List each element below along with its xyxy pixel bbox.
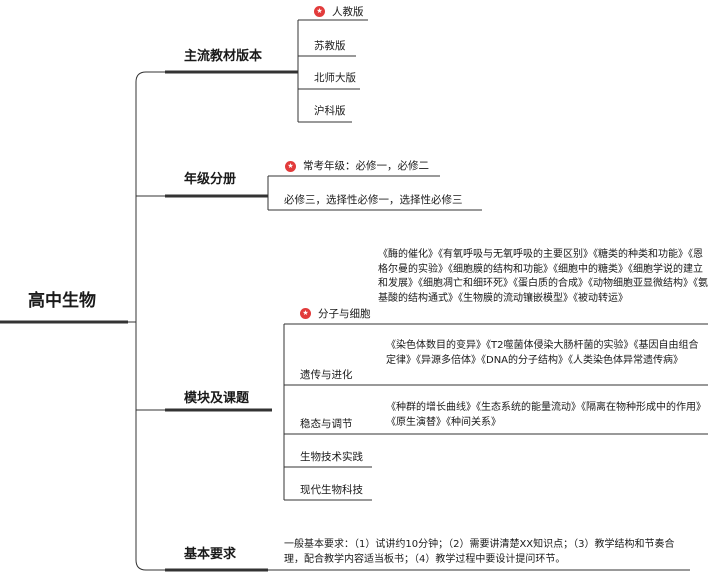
grade-item: 常考年级：必修一，必修二 bbox=[303, 160, 429, 172]
module-label: 分子与细胞 bbox=[318, 308, 371, 320]
root-node: 高中生物 bbox=[28, 291, 96, 311]
module-topics: 《染色体数目的变异》《T2噬菌体侵染大肠杆菌的实验》《基因自由组合定律》《异源多… bbox=[386, 340, 699, 366]
star-icon: ★ bbox=[300, 308, 311, 319]
grade-item: 必修三，选择性必修一，选择性必修三 bbox=[284, 194, 463, 206]
textbook-item: 沪科版 bbox=[314, 105, 346, 117]
star-icon: ★ bbox=[314, 6, 325, 17]
textbook-item: 北师大版 bbox=[314, 72, 356, 84]
branch-textbook: 主流教材版本 bbox=[184, 49, 263, 64]
module-label: 稳态与调节 bbox=[300, 418, 353, 430]
module-topics: 《种群的增长曲线》《生态系统的能量流动》《隔离在物种形成中的作用》《原生演替》《… bbox=[386, 402, 706, 428]
branch-requirements: 基本要求 bbox=[184, 547, 237, 562]
module-label: 生物技术实践 bbox=[300, 451, 363, 463]
star-icon: ★ bbox=[285, 161, 296, 172]
module-label: 遗传与进化 bbox=[300, 369, 353, 381]
textbook-item: 人教版 bbox=[332, 6, 364, 18]
module-label: 现代生物科技 bbox=[300, 484, 363, 496]
module-topics: 《酶的催化》《有氧呼吸与无氧呼吸的主要区别》《糖类的种类和功能》《恩格尔曼的实验… bbox=[378, 249, 708, 304]
branch-modules: 模块及课题 bbox=[184, 391, 250, 406]
textbook-item: 苏教版 bbox=[314, 40, 346, 52]
requirements-text: 一般基本要求：（1）试讲约10分钟；（2）需要讲清楚XX知识点；（3）教学结构和… bbox=[284, 539, 675, 565]
branch-grade: 年级分册 bbox=[184, 172, 237, 187]
